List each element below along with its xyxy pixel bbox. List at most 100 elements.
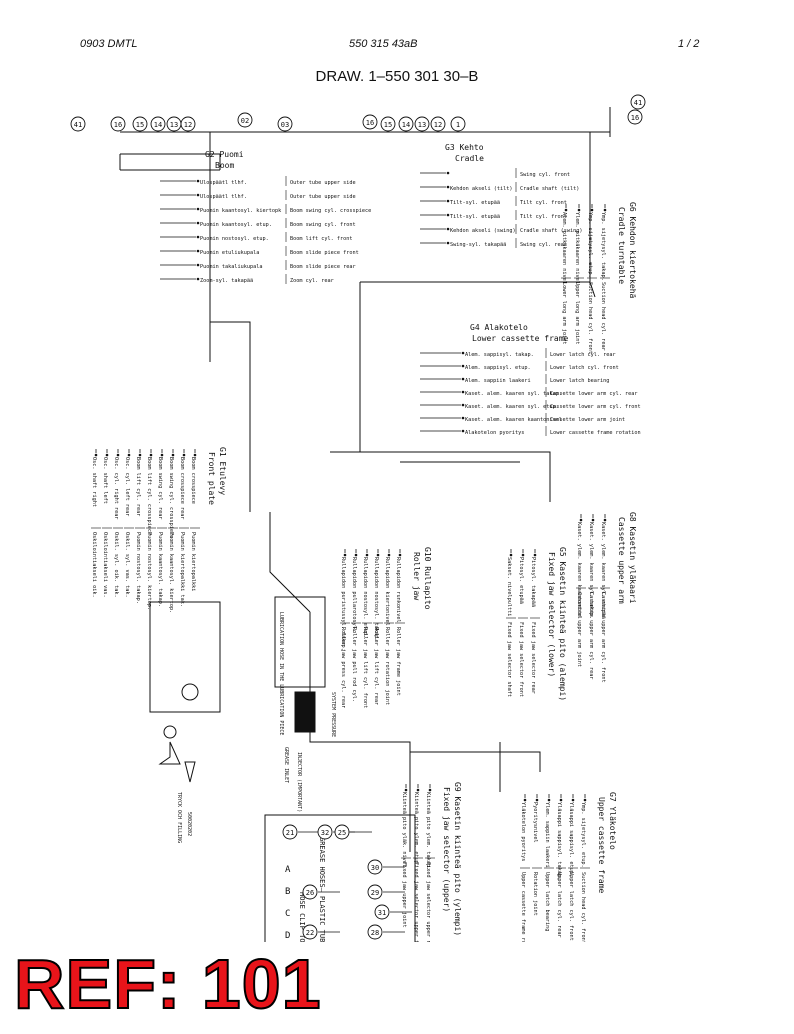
- g4-rows: Alem. sappisyl. takap. Lower latch cyl. r…: [420, 348, 641, 436]
- fi-label: Ylem. sappiin laakeri: [544, 802, 550, 868]
- grease-note: GREASE HOSES– PLASTIC TUBES: [318, 837, 326, 942]
- en-label: Lower latch bearing: [550, 378, 609, 384]
- leader-dot: [196, 277, 200, 281]
- leader-dot: [376, 553, 380, 557]
- g10-title: G10 Rullapito: [423, 547, 432, 610]
- leader-dot: [196, 207, 200, 211]
- en-label: Fixed jaw upper joint: [401, 862, 407, 928]
- leader-dot: [590, 208, 594, 212]
- g5-title: G5 Kasetin kiinteä pito (alempi): [558, 547, 567, 701]
- fi-label: Kaset. alem. kaaren kaantonivel: [465, 417, 562, 423]
- en-label: Fixed jaw selector upper rear: [425, 862, 431, 942]
- leader-dot: [193, 453, 197, 457]
- fi-label: Boom crosspiece rear: [179, 457, 185, 519]
- en-label: Cassette upper arm cyl. front: [600, 592, 606, 683]
- callout-label: 14: [402, 121, 410, 129]
- g8-subtitle: Cassette upper arm: [617, 517, 626, 604]
- callout-label: 41: [74, 121, 82, 129]
- g7-rows: Ymp. sijetysyl. etup.Suction head cyl. f…: [520, 794, 590, 942]
- g4-subtitle: Lower cassette frame: [472, 334, 569, 343]
- leader-dot: [446, 199, 450, 203]
- group-g1-front-plate: G1 Etulevy Front plate Boom crosspiecePu…: [91, 447, 227, 613]
- nozzle-letter: A: [285, 865, 291, 875]
- leader-dot: [94, 453, 98, 457]
- fi-label: Alem. sappisyl. takap.: [465, 352, 534, 358]
- grease-circle-label: 30: [371, 864, 379, 872]
- fi-label: Ylem. pitkäkaaren nivel: [574, 212, 580, 284]
- grease-circle: [374, 904, 390, 920]
- fi-label: Alem. pitkäkaaren nivel: [561, 212, 567, 284]
- fi-label: Kaset. alem. kaaren syl. etup.: [465, 404, 559, 410]
- en-label: Roller jaw frame joint: [395, 627, 401, 696]
- header-doc-code: 0903 DMTL: [80, 38, 138, 50]
- grease-circle: [317, 824, 333, 840]
- fi-label: Ymp. sijetysyl. takap.: [600, 212, 606, 281]
- group-g9-fixed-jaw-upper: G9 Kasetin kiinteä pito (ylempi) Fixed j…: [401, 782, 462, 942]
- en-label: Boom swing cyl. crosspiece: [290, 208, 371, 214]
- grease-circle: [367, 884, 383, 900]
- pump-label: SYSTEM PRESSURE: [330, 692, 336, 737]
- g2-title: G2 Puomi: [205, 150, 244, 159]
- callout-circle: [414, 116, 430, 132]
- en-label: Outer tube upper side: [290, 180, 356, 186]
- leader-dot: [446, 213, 450, 217]
- fi-label: Pitosyl. etupää: [518, 557, 524, 604]
- en-label: Lower latch cyl. front: [550, 365, 619, 371]
- leader-dot: [196, 193, 200, 197]
- en-label: Cassette upper arm joint: [576, 592, 582, 667]
- grease-circle-label: 22: [306, 929, 314, 937]
- fi-label: Puomin takaliukupala: [200, 264, 262, 270]
- en-label: Upper latch cyl. front: [568, 872, 574, 941]
- en-label: Roller jaw rotation joint: [384, 627, 390, 705]
- en-label: Suction head cyl. front: [580, 872, 586, 942]
- en-label: Upper cassette frame rotation: [520, 872, 526, 942]
- en-label: Cassette upper arm cyl. rear: [588, 592, 594, 679]
- en-label: Lower latch cyl. rear: [550, 352, 616, 358]
- leader-dot: [196, 249, 200, 253]
- en-label: Upper latch bearing: [544, 872, 550, 931]
- pump-label: 50020202: [186, 812, 192, 836]
- en-label: Cradle shaft (tilt): [520, 186, 579, 192]
- callout-label: 16: [114, 121, 122, 129]
- leader-dot: [577, 208, 581, 212]
- leader-dot: [571, 798, 575, 802]
- leader-dot: [160, 453, 164, 457]
- callout-label: 16: [366, 119, 374, 127]
- g9-rows: Kiinteä pito ylem. takap.Fixed jaw selec…: [401, 784, 435, 942]
- en-label: Rotation joint: [532, 872, 538, 916]
- grease-circle-label: 32: [321, 829, 329, 837]
- g9-subtitle: Fixed jaw selector (upper): [442, 787, 451, 912]
- g5-subtitle: Fixed jaw selector (lower): [547, 552, 556, 677]
- en-label: Puomin nostosyl. takap.: [135, 532, 141, 604]
- callout-circle: [362, 114, 378, 130]
- leader-dot: [521, 553, 525, 557]
- header-part-number: 550 315 43aB: [349, 38, 418, 50]
- leader-dot: [182, 453, 186, 457]
- fi-label: Zoom-syl. takapää: [200, 278, 253, 284]
- g2-subtitle: Boom: [215, 161, 234, 170]
- group-g5-fixed-jaw-lower: G5 Kasetin kiinteä pito (alempi) Fixed j…: [506, 547, 567, 701]
- en-label: Boom lift cyl. front: [290, 236, 352, 242]
- leader-dot: [603, 208, 607, 212]
- leader-dot: [149, 453, 153, 457]
- en-label: Zoom cyl. rear: [290, 278, 334, 284]
- callout-label: 16: [631, 114, 639, 122]
- en-label: Roller jaw lift cyl. front: [362, 627, 368, 708]
- fi-label: Puomin etuliukupala: [200, 250, 259, 256]
- g8-rows: Kaset. ylem. kaaren syl. etupääCassette …: [576, 514, 610, 683]
- en-label: Fixed jaw selector rear: [530, 622, 536, 694]
- leader-dot: [509, 553, 513, 557]
- callout-label: 02: [241, 117, 249, 125]
- callout-circle: [627, 109, 643, 125]
- leader-dot: [446, 241, 450, 245]
- callout-label: 12: [184, 121, 192, 129]
- fi-label: Pitosyl. takapää: [530, 557, 536, 607]
- fi-label: Alem. sappiin laakeri: [465, 378, 531, 384]
- fi-label: Osc. shaft left: [102, 457, 108, 504]
- grease-circle: [282, 824, 298, 840]
- callout-label: 1: [456, 121, 460, 129]
- en-label: Fixed jaw selector shaft: [506, 622, 512, 697]
- g8-title: G8 Kasetin yläkaari: [628, 512, 637, 604]
- grease-circle-label: 29: [371, 889, 379, 897]
